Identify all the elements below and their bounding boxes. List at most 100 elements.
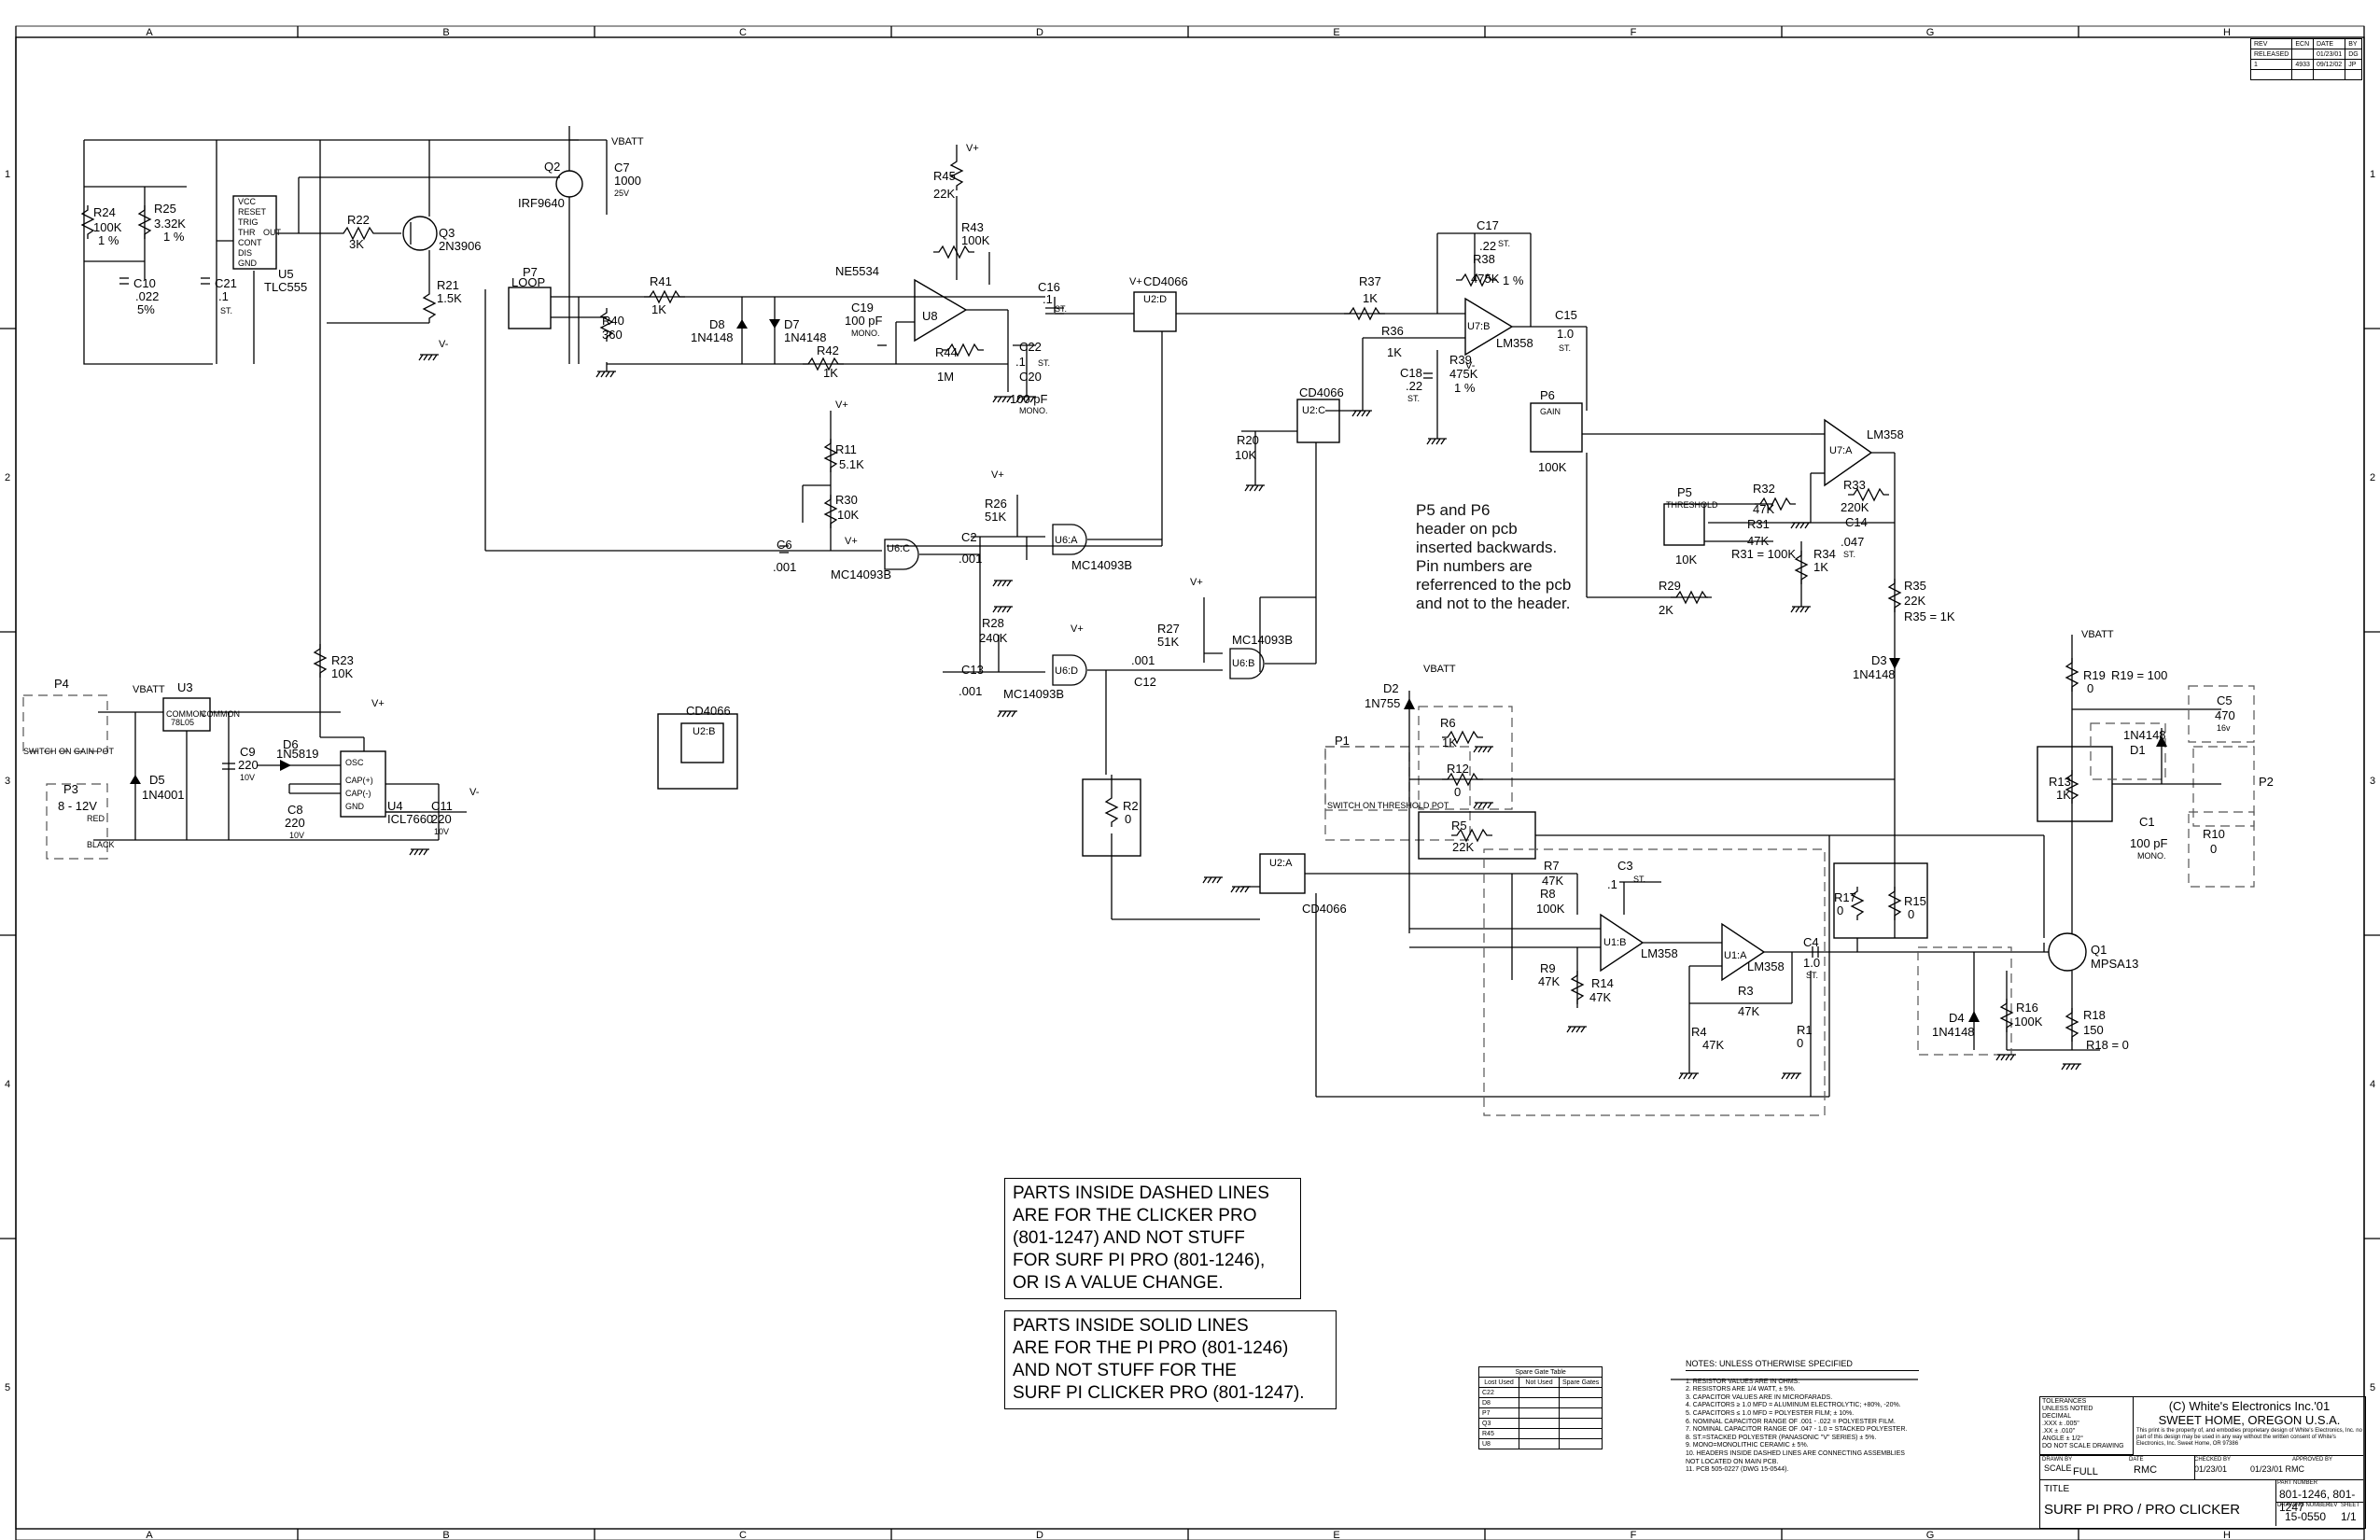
component-label: 360: [602, 328, 623, 342]
note-item: 5. CAPACITORS ≤ 1.0 MFD = POLYESTER FILM…: [1686, 1409, 1855, 1417]
component-label: 0: [1797, 1036, 1803, 1050]
spare-row: R45: [1478, 1428, 1519, 1439]
component-label: V-: [1465, 360, 1476, 371]
component-label: R3: [1738, 984, 1754, 998]
component-label: 2K: [1659, 603, 1673, 617]
rev-label: REV: [2326, 1503, 2338, 1508]
component-label: R2: [1123, 799, 1139, 813]
component-label: U6:A: [1055, 535, 1078, 546]
component-label: 3.32K: [154, 217, 186, 231]
component-label: C17: [1477, 218, 1499, 232]
component-label: MC14093B: [1071, 558, 1132, 572]
component-label: C2: [961, 530, 977, 544]
component-label: MONO.: [1019, 406, 1048, 415]
component-label: MONO.: [851, 329, 880, 338]
date-header: DATE: [2312, 38, 2346, 49]
rev-cell: 1: [2249, 59, 2293, 70]
component-label: 51K: [1157, 635, 1179, 649]
component-label: V+: [835, 399, 848, 411]
component-label: .001: [1131, 653, 1155, 667]
checked: 01/23/01 RMC: [2250, 1464, 2305, 1474]
component-label: 1000: [614, 174, 641, 188]
p7-loop-header: [508, 287, 552, 329]
component-label: TLC555: [264, 280, 307, 294]
ground-symbol: [595, 371, 616, 378]
part-number: 801-1246, 801-1247: [2279, 1488, 2356, 1514]
grid-column-label: C: [739, 1530, 747, 1540]
component-label: SWITCH ON THRESHOLD POT: [1327, 801, 1449, 810]
grid-row-label: 5: [5, 1382, 10, 1393]
note-item: 9. MONO=MONOLITHIC CERAMIC ± 5%.: [1686, 1442, 1809, 1449]
component-label: C18: [1400, 366, 1422, 380]
ground-symbol: [1015, 396, 1036, 403]
component-label: 0: [1837, 903, 1843, 917]
component-label: U4: [387, 799, 403, 813]
component-label: R40: [602, 314, 624, 328]
component-label: R16: [2016, 1001, 2038, 1015]
component-label: ST.: [1843, 550, 1855, 559]
p5-threshold-header: [1663, 503, 1705, 546]
comparator-section: [1530, 402, 1902, 938]
component-label: C13: [961, 663, 984, 677]
component-label: R29: [1659, 579, 1681, 593]
component-label: C5: [2217, 693, 2233, 707]
component-label: R27: [1157, 622, 1180, 636]
date-label: DATE: [2129, 1457, 2144, 1463]
component-label: R31: [1747, 517, 1770, 531]
component-label: R19: [2083, 668, 2106, 682]
ground-symbol: [1426, 438, 1447, 445]
component-label: SWITCH ON GAIN POT: [23, 747, 115, 756]
by-cell: JP: [2345, 59, 2362, 70]
component-label: 0: [1908, 907, 1914, 921]
ground-symbol: [992, 580, 1013, 587]
component-label: CD4066: [1143, 274, 1188, 288]
component-label: 1K: [651, 302, 666, 316]
component-label: C3: [1617, 859, 1633, 873]
drawn-by-label: DRAWN BY: [2042, 1457, 2073, 1463]
ground-symbol: [1202, 876, 1223, 884]
component-label: R35: [1904, 579, 1926, 593]
component-label: CD4066: [1299, 385, 1344, 399]
r17-r15-solid-box: [1833, 862, 1928, 939]
component-label: 10V: [289, 831, 304, 840]
component-label: C16: [1038, 280, 1060, 294]
component-label: R32: [1753, 482, 1775, 496]
component-label: U1:B: [1603, 937, 1626, 948]
component-label: 47K: [1538, 974, 1560, 988]
power-section: [22, 644, 467, 860]
component-label: 5%: [137, 302, 155, 316]
p6-gain-header: [1530, 402, 1583, 453]
grid-row-label: 3: [5, 776, 10, 787]
component-label: .001: [959, 684, 982, 698]
u2d-switch: [1133, 291, 1177, 332]
component-label: CD4066: [686, 704, 731, 718]
grid-row-label: 4: [5, 1079, 10, 1090]
component-label: 150: [2083, 1023, 2104, 1037]
component-label: 100K: [93, 220, 122, 234]
component-label: CONT: [238, 238, 262, 247]
notes-heading: NOTES: UNLESS OTHERWISE SPECIFIED: [1686, 1360, 1919, 1371]
grid-column-label: E: [1333, 27, 1339, 38]
note-item: 10. HEADERS INSIDE DASHED LINES ARE CONN…: [1686, 1449, 1905, 1465]
component-label: R13: [2049, 775, 2071, 789]
grid-column-label: H: [2223, 1530, 2231, 1540]
note-item: 2. RESISTORS ARE 1/4 WATT, ± 5%.: [1686, 1386, 1796, 1393]
component-label: 100 pF: [1010, 392, 1048, 406]
component-label: 8 - 12V: [58, 799, 97, 813]
component-label: ST.: [1498, 239, 1510, 248]
component-label: R6: [1440, 716, 1456, 730]
ground-symbol: [997, 710, 1017, 718]
component-label: 0: [2210, 842, 2217, 856]
do-not-scale: DO NOT SCALE DRAWING: [2042, 1443, 2124, 1449]
component-label: P6: [1540, 388, 1555, 402]
component-label: C6: [777, 538, 792, 552]
scale-label: SCALE: [2044, 1463, 2072, 1473]
component-label: 100K: [1536, 902, 1565, 916]
component-label: 47K: [1753, 502, 1774, 516]
component-label: P5: [1677, 485, 1692, 499]
legend-line: ARE FOR THE CLICKER PRO: [1013, 1206, 1257, 1225]
component-label: 10V: [240, 773, 255, 782]
grid-column-label: D: [1036, 27, 1043, 38]
component-label: MC14093B: [1003, 687, 1064, 701]
grid-column-label: A: [146, 27, 153, 38]
